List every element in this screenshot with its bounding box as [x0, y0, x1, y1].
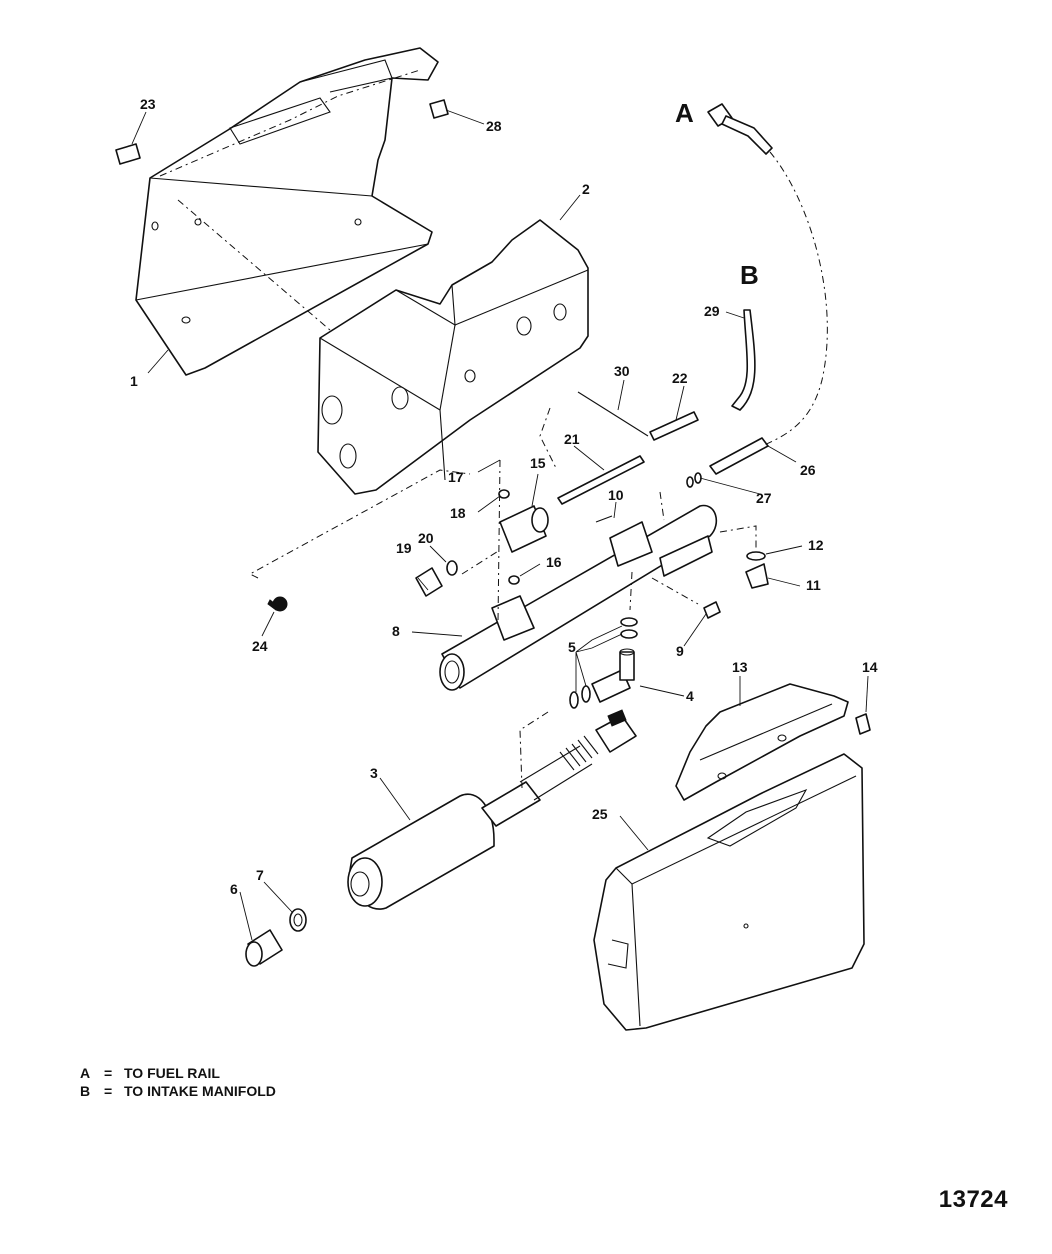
- filter-housing: [439, 504, 718, 691]
- inlet-o-ring: [289, 908, 307, 932]
- callout-29: 29: [704, 303, 720, 319]
- legend-equals: =: [104, 1083, 113, 1099]
- callout-9: 9: [676, 643, 684, 659]
- callout-19: 19: [396, 540, 412, 556]
- fuel-line: [707, 103, 828, 447]
- o-rings: [569, 617, 638, 709]
- reference-a: A: [675, 98, 694, 128]
- callout-12: 12: [808, 537, 824, 553]
- assembly-lines: [159, 69, 757, 789]
- callout-27: 27: [756, 490, 772, 506]
- inlet-fitting: [245, 929, 283, 967]
- callout-24: 24: [252, 638, 268, 654]
- legend-text: TO INTAKE MANIFOLD: [124, 1083, 276, 1099]
- tee-fitting: [591, 648, 635, 703]
- callout-5: 5: [568, 639, 576, 655]
- callout-labels: 1 2 3 4 5 6 7 8 9 10 11 12 13 14 15 16 1…: [130, 96, 878, 897]
- callout-2: 2: [582, 181, 590, 197]
- callout-20: 20: [418, 530, 434, 546]
- reference-b: B: [740, 260, 759, 290]
- callout-25: 25: [592, 806, 608, 822]
- drawing-number: 13724: [938, 1186, 1008, 1213]
- legend-key: B: [80, 1083, 91, 1099]
- callout-21: 21: [564, 431, 580, 447]
- callout-16: 16: [546, 554, 562, 570]
- mounting-bracket: [135, 47, 439, 376]
- legend-text: TO FUEL RAIL: [124, 1065, 220, 1081]
- callout-28: 28: [486, 118, 502, 134]
- legend-row: B = TO INTAKE MANIFOLD: [80, 1082, 276, 1100]
- callout-17: 17: [448, 469, 464, 485]
- pump-bracket: [317, 219, 589, 495]
- callout-7: 7: [256, 867, 264, 883]
- fuel-pump: [347, 709, 637, 910]
- callout-10: 10: [608, 487, 624, 503]
- legend-row: A = TO FUEL RAIL: [80, 1064, 276, 1082]
- callout-1: 1: [130, 373, 138, 389]
- callout-26: 26: [800, 462, 816, 478]
- callout-3: 3: [370, 765, 378, 781]
- callout-23: 23: [140, 96, 156, 112]
- hardware: [115, 99, 871, 735]
- callout-13: 13: [732, 659, 748, 675]
- cover-plate: [675, 683, 849, 801]
- callout-14: 14: [862, 659, 878, 675]
- callout-11: 11: [806, 577, 821, 593]
- leader-lines: [131, 109, 869, 941]
- callout-4: 4: [686, 688, 694, 704]
- air-box: [593, 753, 865, 1031]
- legend: A = TO FUEL RAIL B = TO INTAKE MANIFOLD: [80, 1064, 276, 1100]
- callout-30: 30: [614, 363, 630, 379]
- legend-equals: =: [104, 1065, 113, 1081]
- callout-22: 22: [672, 370, 688, 386]
- callout-18: 18: [450, 505, 466, 521]
- callout-8: 8: [392, 623, 400, 639]
- reference-letters: A B: [675, 98, 759, 290]
- legend-key: A: [80, 1065, 91, 1081]
- callout-6: 6: [230, 881, 238, 897]
- callout-15: 15: [530, 455, 546, 471]
